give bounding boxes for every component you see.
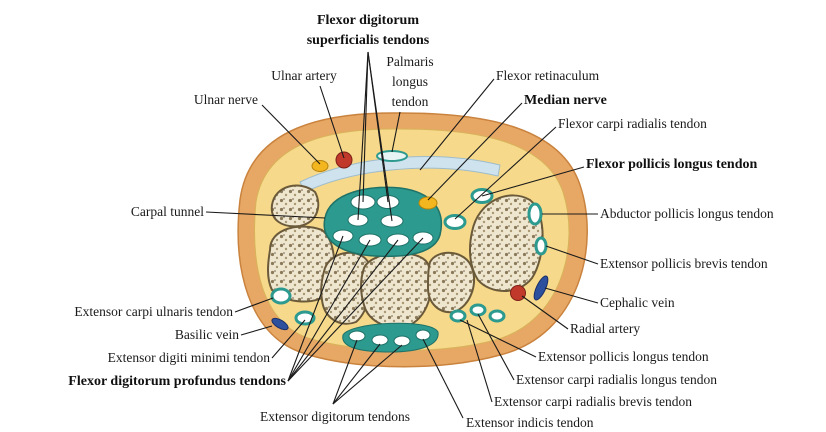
extensor-pollicis-brevis-tendon [536, 238, 546, 254]
label-ecrl: Extensor carpi radialis longus tendon [516, 372, 717, 387]
extensor-digitorum-tendon [394, 336, 410, 346]
extensor-carpi-radialis-longus-tendon [471, 305, 485, 315]
extensor-digiti-minimi-tendon [296, 312, 314, 324]
extensor-pollicis-longus-tendon [451, 311, 465, 321]
label-palmaris-line2: longus [392, 74, 428, 89]
label-carpal-tunnel: Carpal tunnel [131, 204, 204, 219]
extensor-digitorum-tendon [349, 331, 365, 341]
label-ecu: Extensor carpi ulnaris tendon [74, 304, 233, 319]
label-palmaris-line3: tendon [392, 94, 429, 109]
label-ecrb: Extensor carpi radialis brevis tendon [494, 394, 692, 409]
label-basilic-vein: Basilic vein [175, 327, 239, 342]
label-palmaris-line1: Palmaris [386, 54, 433, 69]
abductor-pollicis-longus-tendon [529, 204, 541, 224]
anatomy [238, 113, 587, 367]
label-apl: Abductor pollicis longus tendon [600, 206, 774, 221]
label-epb: Extensor pollicis brevis tendon [600, 256, 768, 271]
trapezoid-bone [428, 253, 474, 312]
label-radial-artery: Radial artery [570, 321, 640, 336]
extensor-carpi-ulnaris-tendon [272, 289, 290, 303]
label-fcr: Flexor carpi radialis tendon [558, 116, 707, 131]
label-fpl: Flexor pollicis longus tendon [586, 157, 757, 172]
label-edm: Extensor digiti minimi tendon [108, 350, 271, 365]
label-ulnar-nerve: Ulnar nerve [194, 92, 258, 107]
label-cephalic-vein: Cephalic vein [600, 295, 675, 310]
label-fds-line2: superficialis tendons [307, 33, 430, 48]
median-nerve [419, 197, 437, 209]
radial-artery [511, 286, 526, 301]
extensor-carpi-radialis-brevis-tendon [490, 311, 504, 321]
label-epl: Extensor pollicis longus tendon [538, 349, 709, 364]
ulnar-nerve [312, 161, 328, 172]
label-ei: Extensor indicis tendon [466, 415, 594, 430]
label-ulnar-artery: Ulnar artery [271, 68, 337, 83]
capitate-body-bone [361, 253, 431, 327]
pisiform-bone [272, 186, 318, 227]
label-fds-line1: Flexor digitorum [317, 13, 419, 28]
label-ed: Extensor digitorum tendons [260, 409, 410, 424]
extensor-indicis-tendon [416, 330, 430, 340]
label-median-nerve: Median nerve [524, 93, 607, 108]
ulnar-artery [336, 152, 352, 168]
extensor-digitorum-tendon [372, 335, 388, 345]
label-flexor-retinaculum: Flexor retinaculum [496, 68, 600, 83]
label-fdp: Flexor digitorum profundus tendons [68, 374, 286, 389]
flexor-carpi-radialis-tendon [445, 216, 465, 229]
